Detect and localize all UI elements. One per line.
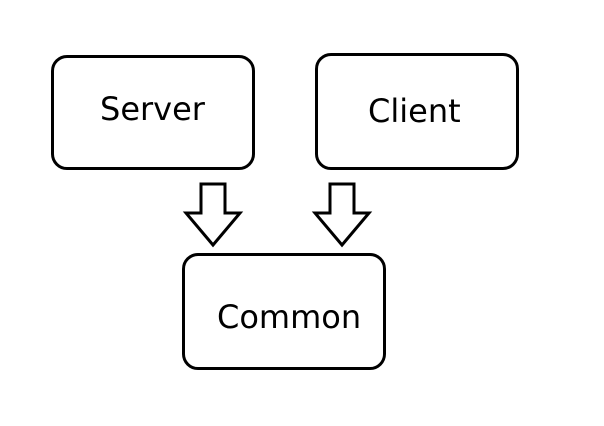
client-box: Client [315,53,519,170]
common-box: Common [182,253,386,370]
server-box: Server [51,55,255,170]
common-label: Common [217,298,362,336]
arrow-client-to-common [311,182,373,248]
arrow-server-to-common [182,182,244,248]
server-label: Server [100,90,205,128]
client-label: Client [368,92,461,130]
